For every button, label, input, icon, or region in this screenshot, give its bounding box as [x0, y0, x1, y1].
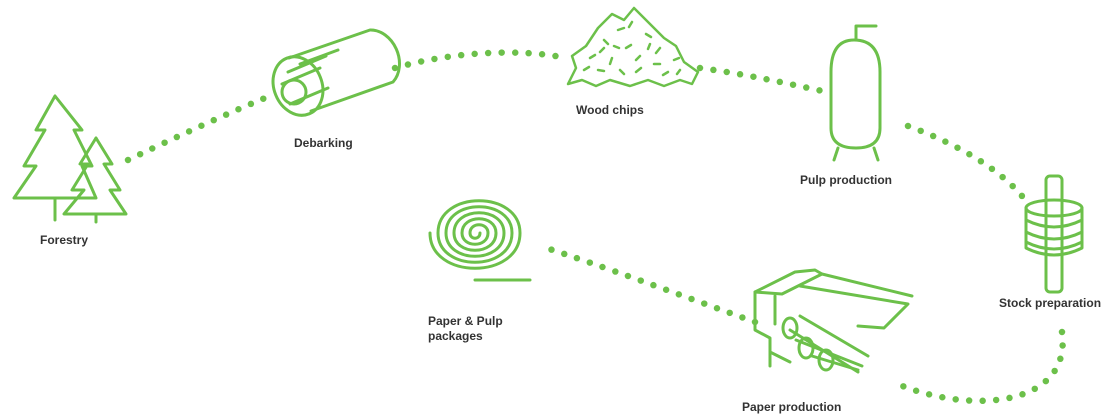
- connector-paper-packages: [536, 242, 759, 326]
- label-pulp-production: Pulp production: [800, 173, 892, 187]
- trees-icon: [12, 94, 128, 224]
- label-paper-production: Paper production: [742, 400, 842, 414]
- connector-debarking-woodchips: [391, 49, 570, 72]
- label-packages: Paper & Pulp packages: [428, 314, 503, 343]
- label-wood-chips: Wood chips: [576, 103, 644, 117]
- refiner-discs-icon: [1024, 174, 1084, 294]
- label-stock-preparation: Stock preparation: [999, 296, 1102, 310]
- paper-roll-spiral-icon: [428, 199, 532, 282]
- connector-paths: [124, 49, 1066, 404]
- wood-chips-pile-icon: [566, 6, 700, 88]
- connector-pulp-stock: [904, 122, 1026, 200]
- paper-machine-icon: [753, 268, 914, 374]
- label-debarking: Debarking: [294, 136, 353, 150]
- connector-forestry-debarking: [124, 92, 274, 164]
- connector-stock-paper: [896, 328, 1066, 404]
- pulp-tank-icon: [829, 24, 882, 162]
- log-cylinder-icon: [271, 28, 401, 117]
- connector-woodchips-pulp: [696, 64, 831, 96]
- label-forestry: Forestry: [40, 233, 89, 247]
